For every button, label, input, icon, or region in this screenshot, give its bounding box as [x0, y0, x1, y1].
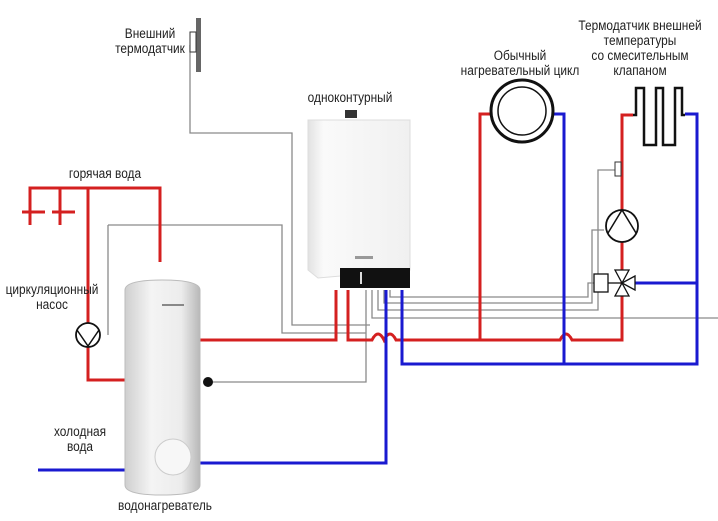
- pump-control-wire: [108, 224, 366, 334]
- tank-supply-pipe: [200, 290, 338, 342]
- circulation-pipe: [86, 188, 125, 382]
- mixing-pump-icon: [605, 208, 639, 243]
- external-sensor-icon: [189, 31, 197, 53]
- external-sensor-wall: [196, 18, 201, 72]
- floor-heating-coil-icon: [633, 86, 685, 147]
- boiler-unit: [307, 110, 411, 288]
- mixing-circuit-label-line3: со смесительным: [591, 48, 689, 63]
- cold-water-label-line1: холодная: [53, 424, 107, 439]
- cold-water-label: холодная вода: [45, 424, 115, 454]
- external-sensor-wire: [189, 45, 370, 326]
- radiator-circle-icon: [489, 78, 555, 144]
- mixing-circuit-label-line1: Термодатчик внешней: [578, 18, 702, 33]
- heating-circuit-label-line2: нагревательный цикл: [460, 63, 580, 78]
- water-heater-tank: [124, 279, 201, 496]
- flow-sensor-wire: [377, 169, 615, 311]
- cold-water-label-line2: вода: [66, 439, 94, 454]
- external-sensor-label: Внешний термодатчик: [115, 26, 185, 56]
- water-heater-label: водонагреватель: [118, 498, 212, 513]
- heating-return-main: [400, 112, 699, 366]
- heating-circuit-label-line1: Обычный: [493, 48, 547, 63]
- tap-2: [52, 188, 75, 225]
- heating-supply-main: [346, 113, 633, 344]
- tap-1: [22, 210, 45, 225]
- circulation-pump-label-line1: циркуляционный: [5, 282, 99, 297]
- tank-sensor-icon: [203, 377, 213, 387]
- wire-right-1: [371, 290, 718, 319]
- mixing-valve-icon: [593, 269, 636, 297]
- heating-circuit-supply: [478, 112, 492, 340]
- external-sensor-label-line2: термодатчик: [115, 41, 185, 56]
- control-wires: [107, 45, 718, 383]
- supply-pipes: [28, 112, 633, 382]
- mixing-circuit-label-line4: клапаном: [613, 63, 667, 78]
- mix-pump-wire: [383, 229, 604, 304]
- tank-return-pipe: [198, 290, 388, 465]
- hot-water-pipe: [28, 186, 162, 262]
- circulation-pump-label: циркуляционный насос: [0, 282, 105, 312]
- mix-valve-wire: [389, 282, 597, 298]
- return-pipes: [38, 112, 699, 472]
- mixing-circuit-label: Термодатчик внешней температуры со смеси…: [574, 18, 706, 78]
- flow-temp-sensor-icon: [614, 161, 622, 177]
- tank-sensor-wire: [208, 290, 367, 383]
- circulation-pump-icon: [75, 322, 101, 348]
- heating-circuit-label: Обычный нагревательный цикл: [458, 48, 581, 78]
- heating-circuit-return: [553, 112, 566, 364]
- hot-water-label: горячая вода: [68, 166, 142, 181]
- hot-water-taps: [22, 188, 75, 225]
- external-sensor-label-line1: Внешний: [124, 26, 176, 41]
- boiler-label: одноконтурный: [307, 90, 393, 105]
- circulation-pump-label-line2: насос: [36, 297, 68, 312]
- mixing-circuit-label-line2: температуры: [603, 33, 677, 48]
